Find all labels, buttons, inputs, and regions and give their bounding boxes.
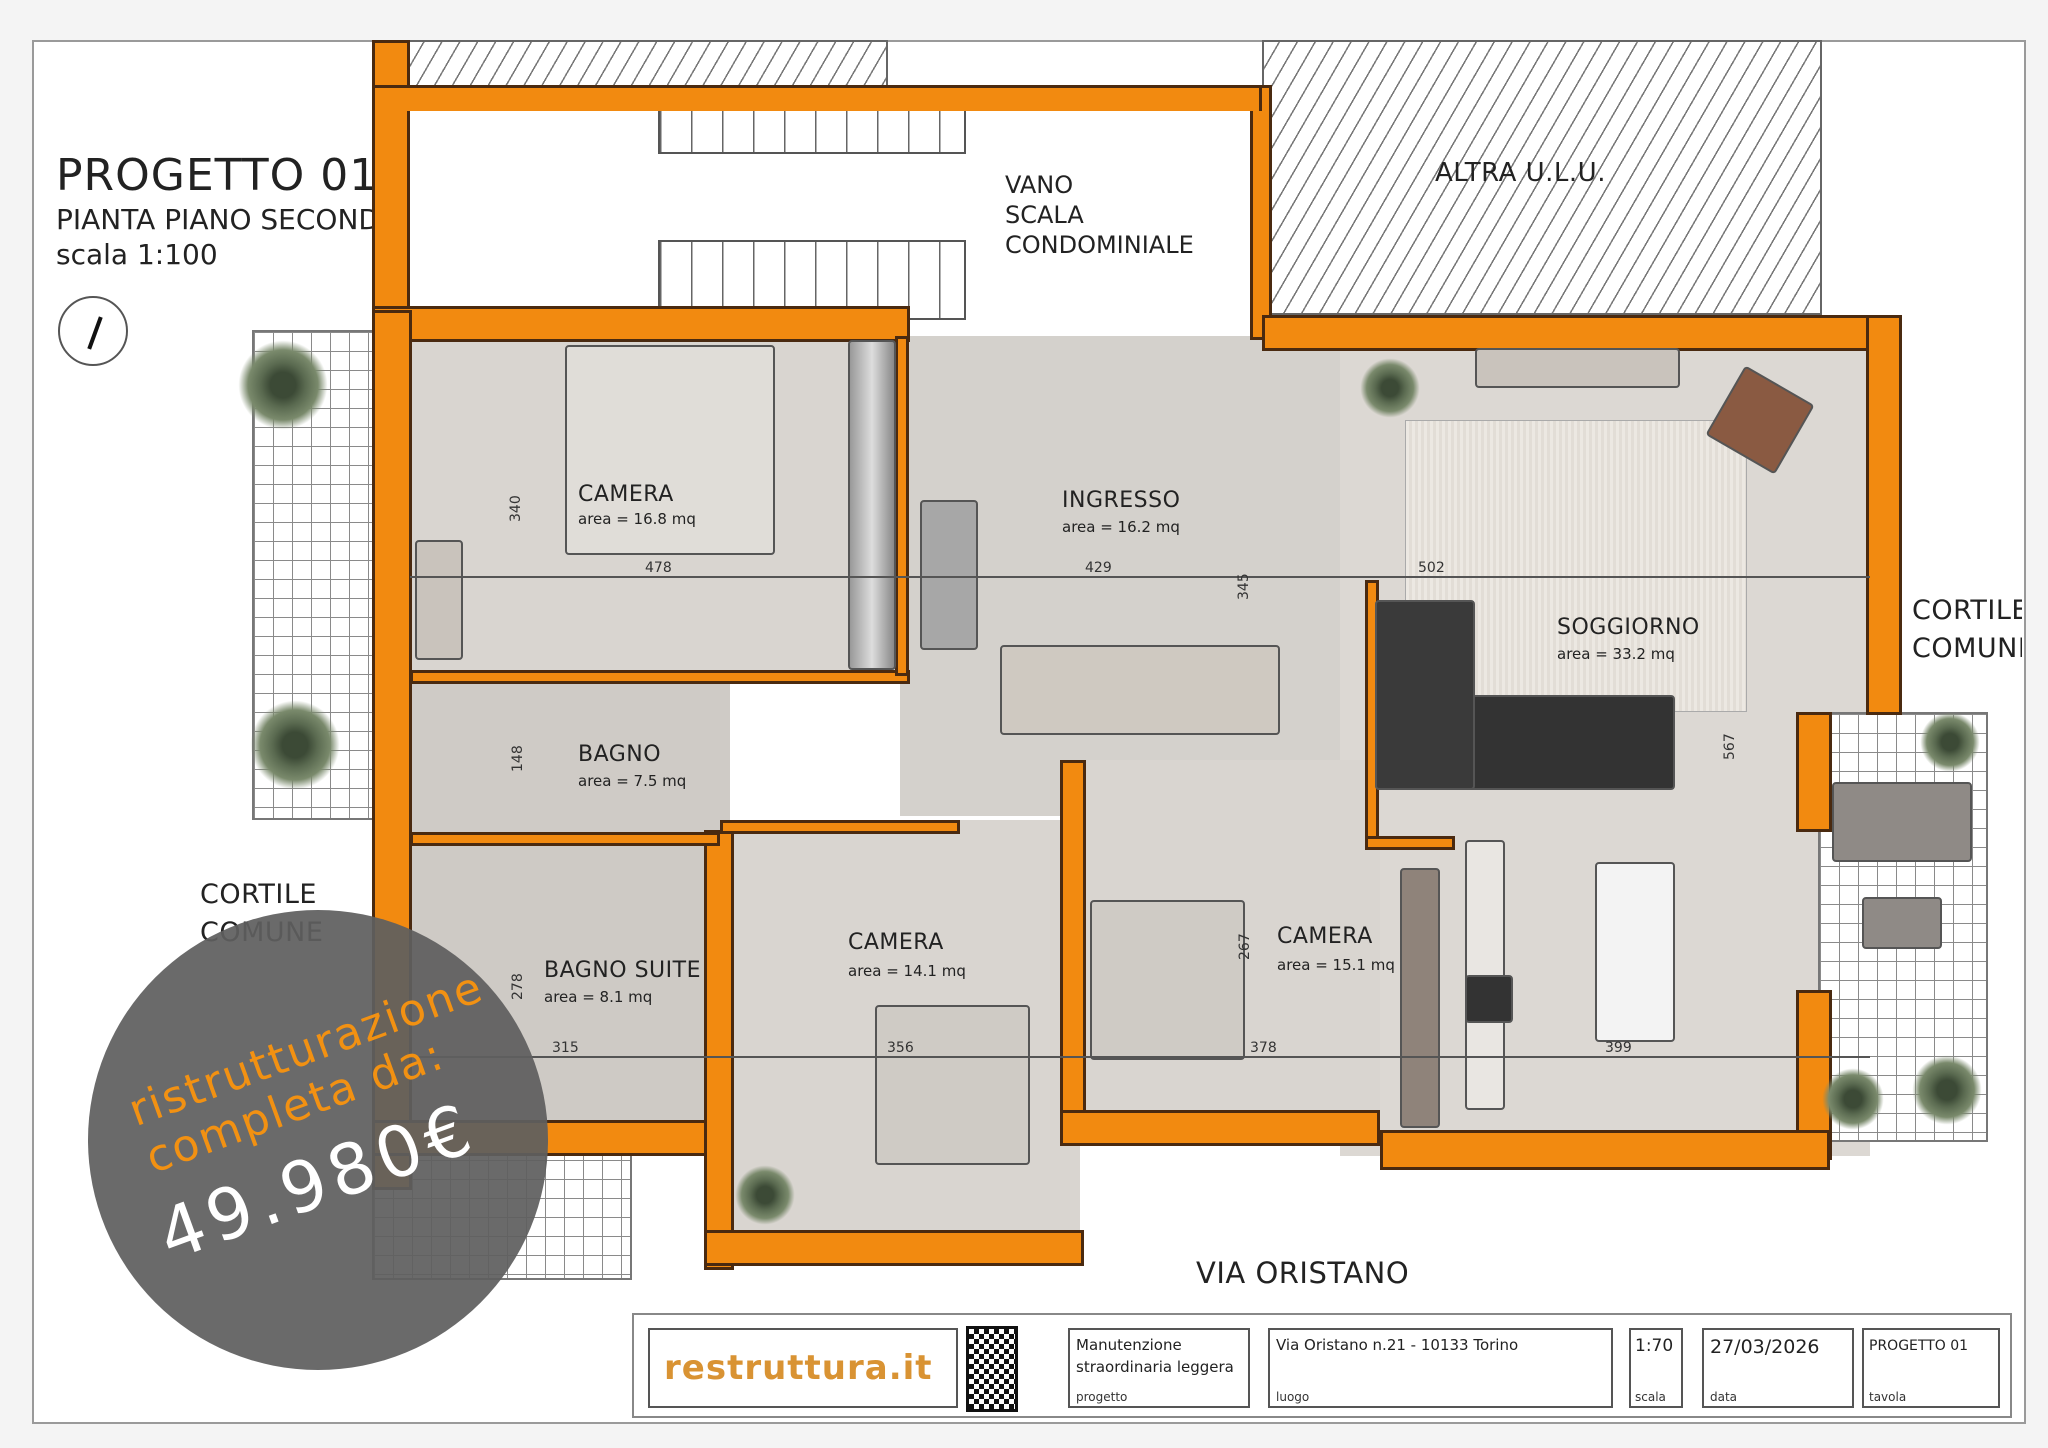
plant-icon xyxy=(1360,358,1420,418)
plan-subtitle: PIANTA PIANO SECONDO xyxy=(56,203,403,236)
dim-soggiorno-width: 502 xyxy=(1418,560,1445,576)
wall-bottom-camera3 xyxy=(1060,1110,1380,1146)
wall-partition-h2 xyxy=(410,832,720,846)
wall-top-stair-right xyxy=(1250,85,1272,340)
qr-code-icon xyxy=(966,1326,1018,1412)
logo-box: restruttura.it xyxy=(648,1328,958,1408)
room-name-ingresso: INGRESSO xyxy=(1062,488,1181,513)
outdoor-sofa xyxy=(1832,782,1972,862)
wall-top-right xyxy=(1262,315,1902,351)
plant-icon xyxy=(238,340,328,430)
wall-partition-h1 xyxy=(410,670,910,684)
bed-master xyxy=(565,345,775,555)
wall-top-stair-left xyxy=(372,306,910,342)
room-name-camera-2: CAMERA xyxy=(848,930,944,955)
room-area-camera-3: area = 15.1 mq xyxy=(1277,956,1395,974)
wardrobe xyxy=(848,340,896,670)
plan-header: PROGETTO 01 PIANTA PIANO SECONDO scala 1… xyxy=(56,150,402,271)
plant-icon xyxy=(1920,712,1980,772)
plant-icon xyxy=(1912,1055,1982,1125)
dim-ingresso-height: 345 xyxy=(1236,573,1252,600)
sofa-living-chaise xyxy=(1375,600,1475,790)
plant-icon xyxy=(735,1165,795,1225)
room-name-camera-1: CAMERA xyxy=(578,482,674,507)
dim-bagno-height: 148 xyxy=(510,745,526,772)
room-name-camera-3: CAMERA xyxy=(1277,924,1373,949)
tv-unit xyxy=(1475,348,1680,388)
room-area-camera-1: area = 16.8 mq xyxy=(578,510,696,528)
room-area-camera-2: area = 14.1 mq xyxy=(848,962,966,980)
rug-ingresso xyxy=(1000,645,1280,735)
room-name-bagno: BAGNO xyxy=(578,742,662,767)
console-ingresso xyxy=(920,500,978,650)
street-label: VIA ORISTANO xyxy=(1196,1256,1410,1290)
courtyard-right-label: CORTILE COMUNE xyxy=(1912,595,2022,664)
room-area-bagno-suite: area = 8.1 mq xyxy=(544,988,653,1006)
wall-bottom-right xyxy=(1380,1130,1830,1170)
dim-kitchen-width: 399 xyxy=(1605,1040,1632,1056)
wall-camera2-left xyxy=(704,830,734,1270)
stair-flight-top xyxy=(658,104,966,154)
promo-badge: ristrutturazione completa da: 49.980€ xyxy=(88,910,548,1370)
wall-right-mid xyxy=(1796,712,1832,832)
room-area-soggiorno: area = 33.2 mq xyxy=(1557,645,1675,663)
dim-line-h1 xyxy=(410,576,1870,578)
scale-box: 1:70 scala xyxy=(1629,1328,1683,1408)
plan-scale: scala 1:100 xyxy=(56,238,218,271)
dim-camera1-width: 478 xyxy=(645,560,672,576)
dim-ingresso-width: 429 xyxy=(1085,560,1112,576)
place-box: Via Oristano n.21 - 10133 Torino luogo xyxy=(1268,1328,1613,1408)
plant-icon xyxy=(1822,1068,1884,1130)
company-logo: restruttura.it xyxy=(664,1348,933,1388)
floor-bagno xyxy=(410,676,730,836)
other-unit-hatch xyxy=(1262,40,1822,315)
sheet-box: PROGETTO 01 tavola xyxy=(1862,1328,2000,1408)
wall-right-upper xyxy=(1866,315,1902,715)
north-arrow-icon xyxy=(58,296,128,366)
wall-bottom-camera2 xyxy=(704,1230,1084,1266)
bed-camera-2 xyxy=(875,1005,1030,1165)
cooktop xyxy=(1465,975,1513,1023)
wall-partition-h3 xyxy=(720,820,960,834)
wall-top-left-upper xyxy=(372,85,1262,111)
dim-camera3-height: 267 xyxy=(1237,933,1253,960)
room-name-bagno-suite: BAGNO SUITE xyxy=(544,958,701,983)
room-name-soggiorno: SOGGIORNO xyxy=(1557,615,1700,640)
wardrobe-camera-3 xyxy=(1400,868,1440,1128)
dining-table xyxy=(1595,862,1675,1042)
other-unit-label: ALTRA U.L.U. xyxy=(1435,158,1606,188)
dim-camera3-width: 378 xyxy=(1250,1040,1277,1056)
wall-partition-v1 xyxy=(895,336,909,676)
project-box: Manutenzione straordinaria leggera proge… xyxy=(1068,1328,1250,1408)
stairwell-label: VANO SCALA CONDOMINIALE xyxy=(1005,171,1194,259)
plant-icon xyxy=(250,700,340,790)
room-area-ingresso: area = 16.2 mq xyxy=(1062,518,1180,536)
wall-camera3-left xyxy=(1060,760,1086,1140)
dim-line-h2 xyxy=(410,1056,1870,1058)
room-area-bagno: area = 7.5 mq xyxy=(578,772,687,790)
date-box: 27/03/2026 data xyxy=(1702,1328,1854,1408)
desk xyxy=(415,540,463,660)
dim-camera1-height: 340 xyxy=(508,495,524,522)
wall-partition-h4 xyxy=(1365,836,1455,850)
bed-camera-3 xyxy=(1090,900,1245,1060)
dim-soggiorno-height: 567 xyxy=(1722,733,1738,760)
project-title: PROGETTO 01 xyxy=(56,150,379,201)
dim-camera2-width: 356 xyxy=(887,1040,914,1056)
outdoor-table xyxy=(1862,897,1942,949)
dim-suite-width: 315 xyxy=(552,1040,579,1056)
